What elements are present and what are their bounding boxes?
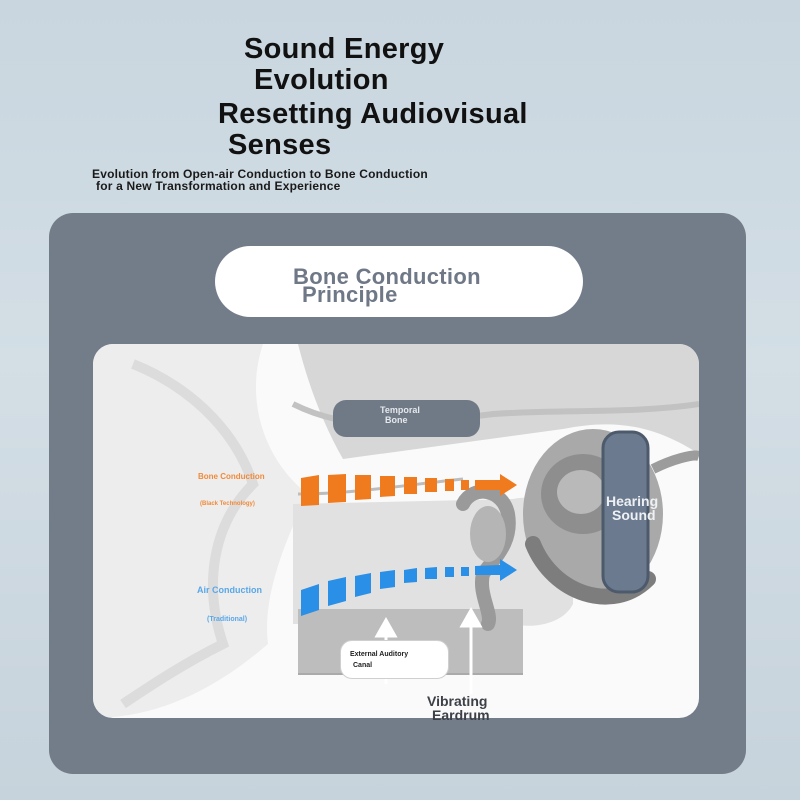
hearing-sound-label: Hearing Sound (606, 494, 658, 522)
title-line-1: Sound Energy (244, 33, 445, 65)
auditory-canal-label: External Auditory Canal (350, 649, 408, 671)
panel-heading-line-2: Principle (302, 282, 398, 307)
temporal-bone-badge (333, 400, 480, 437)
heading-pill (215, 246, 583, 317)
air-conduction-sublabel: (Traditional) (207, 616, 248, 623)
temporal-line-1: Temporal (380, 405, 420, 415)
title2-line-2: Senses (228, 129, 332, 161)
bone-conduction-arrow (301, 474, 517, 506)
title-line-2: Evolution (254, 64, 389, 96)
eardrum-line-2: Eardrum (432, 707, 490, 723)
canal-line-2: Canal (353, 662, 373, 669)
temporal-line-2: Bone (385, 415, 408, 425)
auditory-canal-badge (340, 640, 449, 679)
hearing-line-2: Sound (612, 507, 656, 523)
title2-line-1: Resetting Audiovisual (218, 98, 528, 130)
subtitle-line-1: Evolution from Open-air Conduction to Bo… (92, 167, 428, 181)
temporal-bone-label: Temporal Bone (380, 405, 420, 425)
subtitle: Evolution from Open-air Conduction to Bo… (92, 168, 428, 192)
vibrating-eardrum-label: Vibrating Eardrum (427, 694, 490, 722)
panel-heading-line-1: Bone Conduction (293, 264, 481, 289)
subtitle-line-2: for a New Transformation and Experience (96, 179, 341, 193)
main-title: Sound Energy Evolution (244, 34, 444, 96)
panel-heading: Bone Conduction Principle (293, 266, 481, 307)
canal-line-1: External Auditory (350, 651, 409, 658)
air-conduction-arrow (301, 559, 517, 616)
air-conduction-label: Air Conduction (197, 585, 262, 595)
secondary-title: Resetting Audiovisual Senses (218, 99, 528, 161)
bone-conduction-sublabel: (Black Technology) (200, 501, 255, 507)
bone-conduction-label: Bone Conduction (198, 472, 265, 481)
eardrum-line-1: Vibrating (427, 693, 488, 709)
hearing-line-1: Hearing (606, 493, 659, 509)
